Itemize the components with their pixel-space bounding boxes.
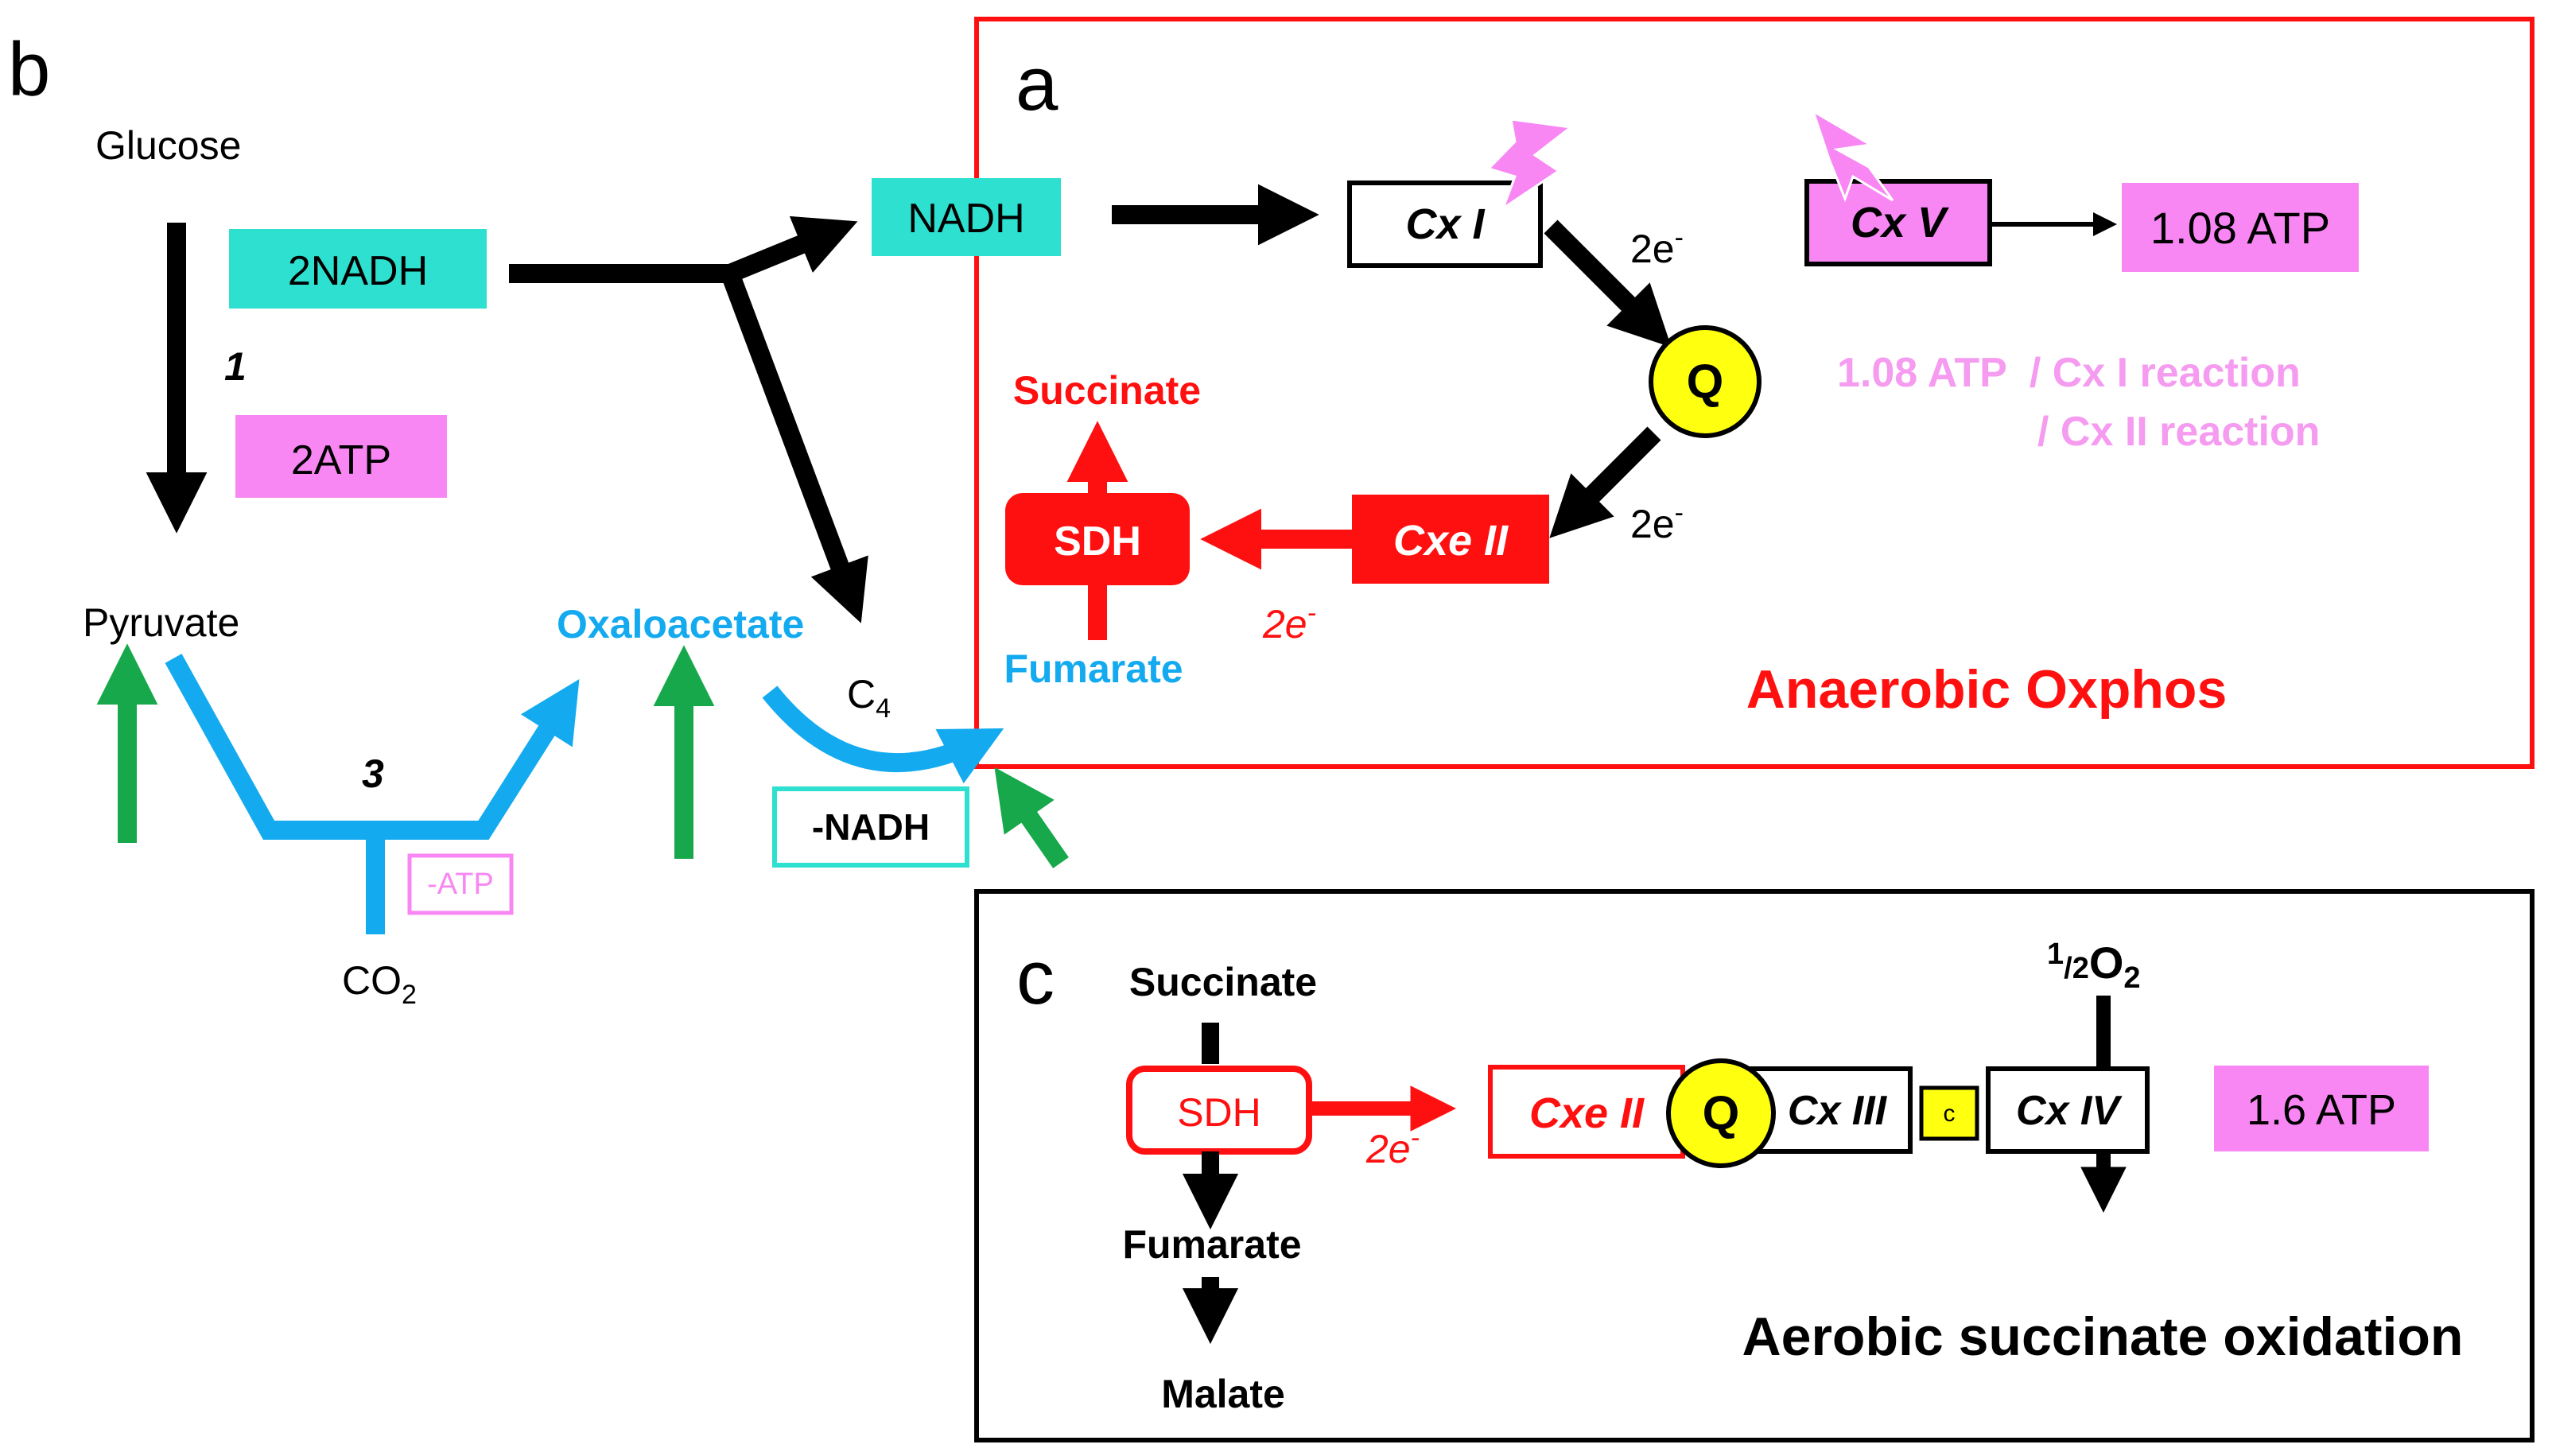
- cx4-label: Cx IV: [2016, 1088, 2123, 1134]
- e2-top-label: 2e-: [1630, 223, 1684, 271]
- aerobic-title: Aerobic succinate oxidation: [1742, 1307, 2464, 1367]
- aerobic-atp-box: [2214, 1066, 2429, 1151]
- aerobic-malate-label: Malate: [1161, 1372, 1285, 1416]
- cytochrome-c-box: [1919, 1085, 1979, 1141]
- green-arrow-fumarate: [994, 767, 1069, 868]
- glycolysis-nadh-box: [229, 229, 487, 309]
- panel-label-a: a: [1016, 41, 1058, 126]
- step-1-label: 1: [224, 344, 247, 389]
- atp-ratio-line-1: 1.08 ATP / Cx I reaction: [1837, 350, 2301, 396]
- neg-nadh-label: -NADH: [812, 806, 930, 848]
- glycolysis-nadh-label: 2NADH: [288, 248, 428, 294]
- e2-mid-label: 2e-: [1630, 498, 1684, 546]
- nadh-branch-arrow-lower: [721, 270, 868, 623]
- cxe2-label: Cxe II: [1393, 517, 1509, 565]
- q-label: Q: [1687, 355, 1724, 408]
- aerobic-q-node: [1666, 1058, 1776, 1168]
- q-to-cxe2-arrow: [1549, 426, 1661, 538]
- anaerobic-nadh-box: [872, 178, 1061, 256]
- succinate-label: Succinate: [1013, 368, 1201, 413]
- fumarate-label: Fumarate: [1004, 646, 1183, 691]
- pyruvate-label: Pyruvate: [83, 600, 239, 645]
- glycolysis-atp-box: [235, 415, 447, 498]
- e2-red-label: 2e-: [1262, 598, 1316, 646]
- aerobic-q-label: Q: [1703, 1086, 1740, 1140]
- aerobic-cxe2-label: Cxe II: [1529, 1089, 1645, 1137]
- atp-ratio-line-2: / Cx II reaction: [2037, 409, 2320, 455]
- glucose-label: Glucose: [95, 123, 241, 168]
- cx1-to-q-arrow: [1544, 219, 1672, 347]
- cx3-label: Cx III: [1788, 1088, 1888, 1134]
- cxe2-box: [1352, 495, 1549, 584]
- step-3-label: 3: [362, 751, 384, 796]
- oxygen-label: 1/2O2: [2047, 938, 2141, 995]
- oxaloacetate-label: Oxaloacetate: [557, 602, 804, 646]
- c4-label: C4: [847, 672, 891, 724]
- aerobic-cxe2-box: [1488, 1065, 1685, 1159]
- aerobic-succinate-label: Succinate: [1129, 960, 1317, 1004]
- nadh-branch-arrow-upper: [509, 215, 858, 283]
- panel-label-c: c: [1016, 935, 1055, 1020]
- cx4-box: [1986, 1066, 2150, 1154]
- sdh-box: [1005, 493, 1190, 585]
- lightning-icon: [1486, 118, 1574, 212]
- anaerobic-atp-label: 1.08 ATP: [2150, 203, 2330, 253]
- lightning-icon: [1811, 108, 1894, 203]
- aerobic-e2-label: 2e-: [1365, 1123, 1420, 1171]
- anaerobic-nadh-label: NADH: [907, 196, 1024, 242]
- anaerobic-title: Anaerobic Oxphos: [1746, 659, 2228, 720]
- pyruvate-carboxylation-arrow: [165, 654, 580, 840]
- oxaloacetate-to-fumarate-arrow: [762, 685, 1004, 784]
- neg-nadh-box: [772, 786, 969, 868]
- aerobic-atp-label: 1.6 ATP: [2247, 1086, 2396, 1134]
- neg-atp-box: [407, 853, 514, 915]
- q-node: [1649, 325, 1762, 438]
- panel-c-frame: [974, 889, 2535, 1442]
- co2-label: CO2: [342, 958, 417, 1010]
- cx1-label: Cx I: [1405, 200, 1485, 248]
- cytochrome-c-label: c: [1944, 1101, 1956, 1127]
- glycolysis-atp-label: 2ATP: [291, 437, 391, 483]
- aerobic-sdh-label: SDH: [1177, 1090, 1261, 1135]
- aerobic-fumarate-label: Fumarate: [1122, 1222, 1301, 1267]
- panel-a-frame: [974, 17, 2535, 769]
- anaerobic-atp-box: [2122, 183, 2359, 272]
- cx5-label: Cx V: [1851, 199, 1949, 247]
- sdh-label: SDH: [1054, 518, 1141, 565]
- neg-atp-label: -ATP: [427, 868, 494, 901]
- panel-label-b: b: [8, 27, 50, 112]
